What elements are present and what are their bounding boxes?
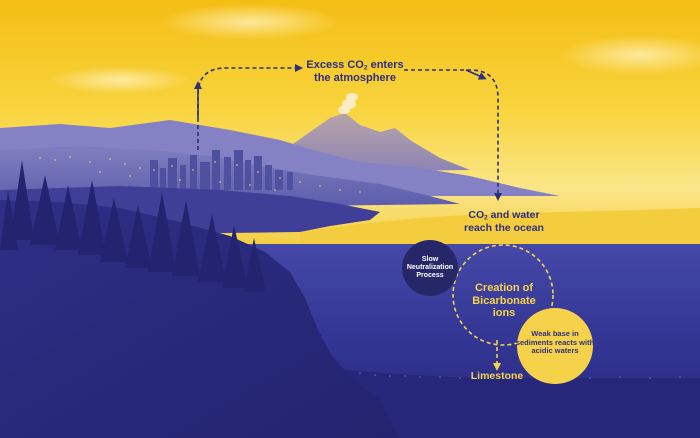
atmosphere-label: Excess CO2 enters the atmosphere xyxy=(300,59,410,85)
bicarbonate-label: Creation of Bicarbonate ions xyxy=(472,282,536,320)
ocean-label-sub: 2 xyxy=(484,214,488,222)
slow-process-circle xyxy=(402,240,458,296)
limestone-label: Limestone xyxy=(470,370,524,382)
arrow-right-icon xyxy=(465,69,487,80)
steam-plume xyxy=(338,93,358,114)
atmosphere-label-line2: the atmosphere xyxy=(314,72,396,85)
atmosphere-label-pre: Excess CO xyxy=(306,59,364,71)
ocean-label-post: and water xyxy=(487,209,540,221)
slow-process-label: Slow Neutralization Process xyxy=(406,256,454,280)
cycle-path xyxy=(452,244,554,346)
foreground-cliff xyxy=(0,200,400,438)
city-skyline xyxy=(150,150,293,190)
cloud xyxy=(50,66,190,94)
ocean-label-pre: CO xyxy=(468,209,485,221)
atmosphere-label-sub: 2 xyxy=(363,64,368,72)
cloud xyxy=(560,35,700,75)
cloud xyxy=(160,4,340,40)
atmosphere-label-post: enters xyxy=(367,59,404,71)
sea-floor xyxy=(300,365,700,438)
arrow-right-icon xyxy=(404,69,502,201)
city-lights xyxy=(39,156,361,193)
arrow-up-icon xyxy=(197,64,303,150)
forest xyxy=(0,160,266,292)
weak-base-label: Weak base in sediments reacts with acidi… xyxy=(515,329,595,356)
weak-base-circle xyxy=(517,308,593,384)
ocean-label-line2: reach the ocean xyxy=(464,221,544,234)
ocean-label: CO2 and water reach the ocean xyxy=(452,209,556,234)
water-band xyxy=(300,208,700,246)
